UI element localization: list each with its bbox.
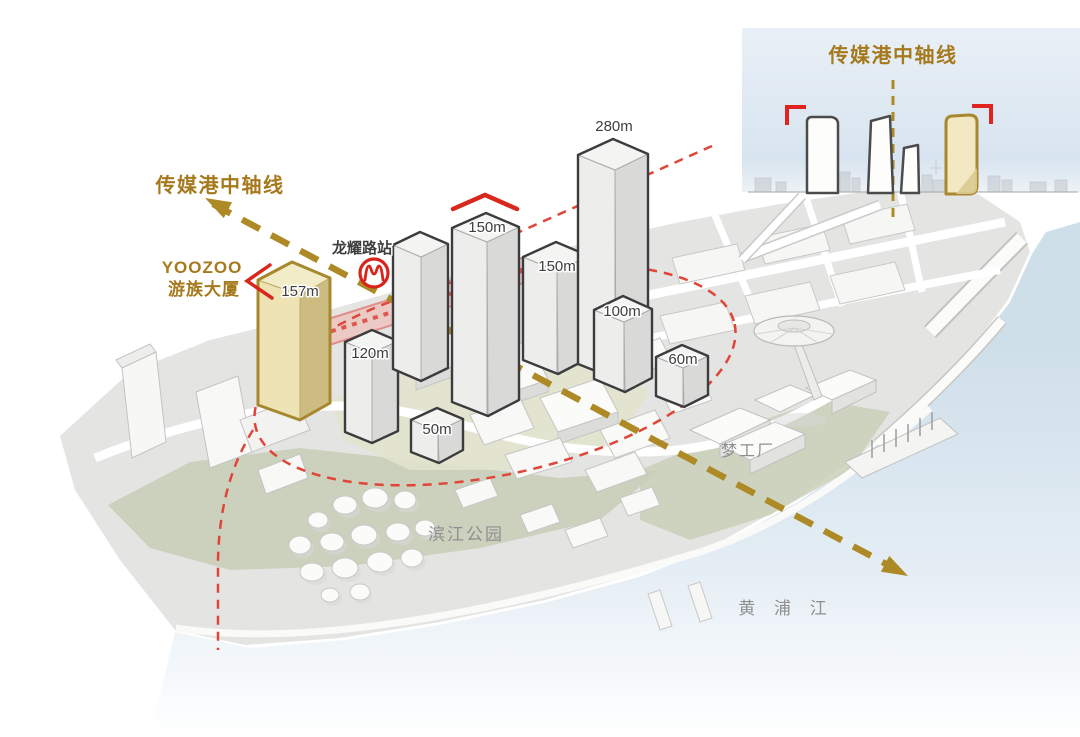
park-label: 滨江公园 [428, 525, 504, 544]
inset-gold-tower [944, 113, 979, 196]
station-label: 龙耀路站 [331, 239, 392, 257]
tower-unlabeled [391, 230, 450, 383]
height-label-280m: 280m [595, 118, 633, 135]
dreamworks-buildings [688, 369, 878, 475]
tower-100m: 100m [592, 294, 654, 394]
height-label-150m-a: 150m [468, 219, 506, 236]
promenade [175, 405, 933, 638]
river-label: 黄 浦 江 [738, 599, 833, 618]
tower-yoozoo-157m: 157m [256, 260, 332, 422]
tank-park [288, 487, 438, 606]
height-label-60m: 60m [668, 351, 697, 368]
ferry-dock [844, 412, 959, 479]
station-annotation: 龙耀路站 [329, 238, 394, 289]
height-label-100m: 100m [603, 303, 641, 320]
red-bracket-icon [243, 263, 274, 300]
inset-towers [805, 114, 921, 195]
red-chevron-icon [450, 192, 520, 212]
tower-120m: 120m [343, 328, 400, 445]
inset-red-brackets [785, 104, 993, 125]
height-label-157m: 157m [281, 283, 319, 300]
axis-arrow-icon [880, 555, 908, 576]
tower-150m-a: 150m [450, 211, 521, 418]
inset-foreground-roads [738, 192, 882, 264]
tower-60m: 60m [654, 343, 710, 409]
yoozoo-annotation: YOOZOO 游族大厦 [162, 258, 274, 300]
dreamworks-label: 梦工厂 [721, 442, 775, 460]
main-axis-label: 传媒港中轴线 [155, 173, 285, 197]
inset-title: 传媒港中轴线 [828, 43, 958, 67]
east-green [640, 400, 890, 540]
yoozoo-label-line2: 游族大厦 [168, 279, 240, 299]
central-axis-line [205, 198, 908, 576]
axis-arrow-icon [205, 198, 233, 219]
piers [647, 581, 713, 631]
shanghai-metro-icon [358, 257, 390, 289]
saucer-tower [753, 315, 835, 427]
main-map: 157m 120m 150m [60, 117, 1080, 737]
height-label-120m: 120m [351, 345, 389, 362]
tower-50m: 50m [409, 406, 465, 465]
huangpu-river-water [150, 222, 1080, 737]
inset-elevation: 传媒港中轴线 [738, 28, 1080, 264]
yoozoo-label-line1: YOOZOO [162, 258, 243, 277]
height-label-150m-b: 150m [538, 258, 576, 275]
height-label-50m: 50m [422, 421, 451, 438]
